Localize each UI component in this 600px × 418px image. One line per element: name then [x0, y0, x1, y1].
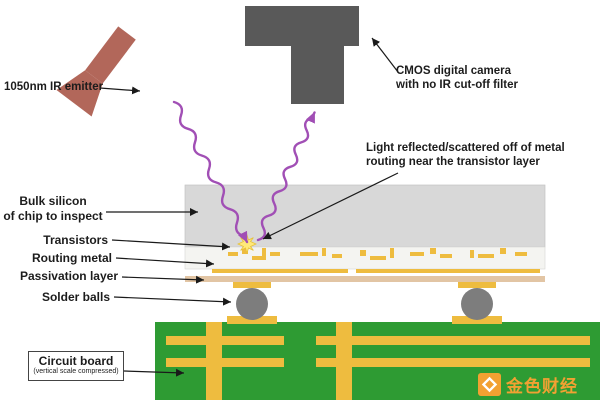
circuit-board-label-box: Circuit board (vertical scale compressed… [28, 351, 124, 381]
leader-transistors [111, 239, 231, 251]
light-scatter-spark [237, 233, 257, 255]
leader-lines [99, 37, 399, 377]
leader-passivation [121, 275, 205, 284]
solder-balls-label: Solder balls [41, 290, 110, 304]
routing-metal-label: Routing metal [32, 251, 112, 265]
bulk-silicon-layer [184, 184, 546, 248]
passivation-label: Passivation layer [19, 269, 118, 283]
leader-ir-emitter [99, 86, 141, 95]
chip-pads [233, 282, 496, 288]
bulk-silicon-label: Bulk silicon of chip to inspect [3, 194, 103, 223]
leader-solder-balls [113, 296, 232, 306]
routing-metal-pattern [212, 248, 540, 273]
camera-shape [245, 6, 359, 104]
circuit-board-note: (vertical scale compressed) [33, 368, 119, 376]
leader-camera [371, 37, 399, 73]
coin-logo-icon [478, 373, 501, 396]
watermark-text: 金色财经 [506, 377, 578, 396]
transistors-label: Transistors [43, 233, 108, 247]
passivation-layer-shape [185, 276, 545, 282]
solder-balls-shape [236, 288, 493, 320]
leader-routing-metal [115, 257, 215, 268]
ir-emitter-label: 1050nm IR emitter [4, 81, 104, 93]
reflected-light-label: Light reflected/scattered off of metal r… [366, 142, 565, 169]
leader-circuit-board [123, 368, 185, 377]
watermark: 金色财经 [478, 372, 578, 397]
circuit-board-label: Circuit board [38, 354, 114, 368]
ir-beam-incident [172, 100, 249, 244]
ir-emitter-shape [56, 26, 136, 117]
ir-beam-reflected [256, 111, 316, 242]
leader-reflected-light [262, 172, 399, 240]
camera-label: CMOS digital camera with no IR cut-off f… [396, 65, 519, 92]
